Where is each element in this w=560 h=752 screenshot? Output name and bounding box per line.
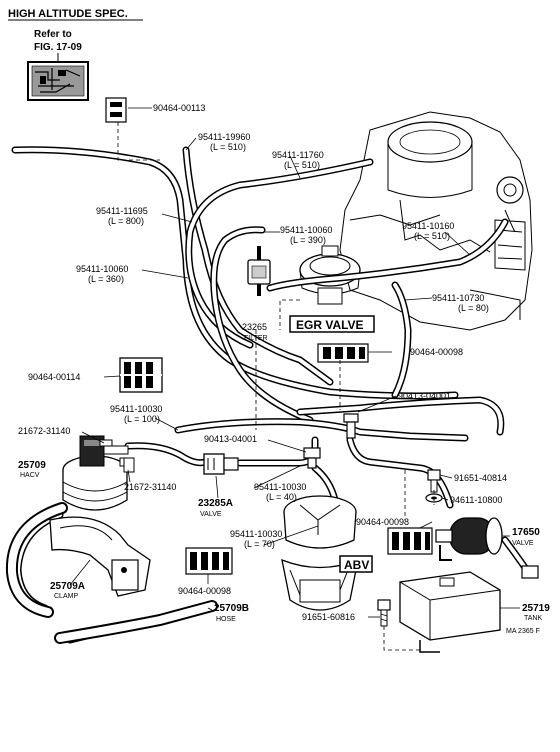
label-95411-10030-mid-len: (L = 40) xyxy=(266,492,297,502)
label-95411-11760-len: (L = 510) xyxy=(284,160,320,170)
label-23265: 23265 xyxy=(242,322,267,332)
label-90464-00098-right: 90464-00098 xyxy=(356,517,409,527)
reference-thumbnail xyxy=(27,61,89,101)
hacv-25709 xyxy=(62,435,135,511)
engine-outline xyxy=(339,111,533,331)
label-91651-60816: 91651-60816 xyxy=(302,612,355,622)
tee-90413-04001-left xyxy=(303,447,321,469)
egr-valve-box xyxy=(289,315,375,333)
label-90413-04001-left: 90413-04001 xyxy=(204,434,257,444)
label-egr-valve: EGR VALVE xyxy=(296,318,364,332)
label-95411-10160-len: (L = 510) xyxy=(414,231,450,241)
label-91651-40814: 91651-40814 xyxy=(454,473,507,483)
label-90464-00113: 90464-00113 xyxy=(153,103,205,113)
label-25709: 25709 xyxy=(18,460,46,471)
label-21672-31140-lower: 21672-31140 xyxy=(124,482,176,492)
label-95411-10160: 95411-10160 xyxy=(402,221,454,231)
cap-21672-31140-upper xyxy=(99,439,113,447)
label-23285a-name: VALVE xyxy=(200,511,222,518)
label-95411-10730-len: (L = 80) xyxy=(458,303,489,313)
filter-23265 xyxy=(247,246,271,296)
diagram-title: HIGH ALTITUDE SPEC. xyxy=(8,8,128,20)
label-90413-04001-right: 90413-04001 xyxy=(398,391,451,401)
refer-to-text: Refer to xyxy=(34,29,72,40)
tee-90413-04001-right xyxy=(343,413,359,439)
clip-90464-00113 xyxy=(105,97,127,123)
label-95411-10030-upper-len: (L = 100) xyxy=(124,414,160,424)
label-25709a-name: CLAMP xyxy=(54,593,78,600)
label-23285a: 23285A xyxy=(198,498,233,509)
label-95411-10060-lower: 95411-10060 xyxy=(76,264,128,274)
label-90464-00098-lower: 90464-00098 xyxy=(178,586,231,596)
label-90464-00114: 90464-00114 xyxy=(28,372,80,382)
label-25719-name: TANK xyxy=(524,615,542,622)
label-90464-00098-upper: 90464-00098 xyxy=(410,347,463,357)
valve-17650 xyxy=(435,517,539,579)
label-abv: ABV xyxy=(344,558,369,572)
hose-25709b xyxy=(5,502,218,644)
leader-lines xyxy=(69,107,520,651)
label-95411-10030-upper: 95411-10030 xyxy=(110,404,162,414)
refer-fig-text: FIG. 17-09 xyxy=(34,42,82,53)
label-95411-10030-lower: 95411-10030 xyxy=(230,529,282,539)
clip-90464-00098-lower xyxy=(185,547,233,575)
label-17650-name: VALVE xyxy=(512,540,534,547)
label-21672-31140-upper: 21672-31140 xyxy=(18,426,70,436)
label-25709a: 25709A xyxy=(50,581,85,592)
label-25709b-name: HOSE xyxy=(216,616,236,623)
label-95411-10030-lower-len: (L = 70) xyxy=(244,539,275,549)
clip-90464-00114 xyxy=(119,357,163,393)
label-95411-10060-lower-len: (L = 360) xyxy=(88,274,124,284)
label-95411-11695-len: (L = 800) xyxy=(108,216,144,226)
label-95411-11760: 95411-11760 xyxy=(272,150,324,160)
valve-23285a xyxy=(203,453,239,475)
label-95411-10730: 95411-10730 xyxy=(432,293,484,303)
clip-90464-00098-upper xyxy=(317,343,369,363)
cap-21672-31140-lower xyxy=(123,457,135,473)
label-95411-10030-mid: 95411-10030 xyxy=(254,482,306,492)
label-95411-11695: 95411-11695 xyxy=(96,206,148,216)
label-95411-19960-len: (L = 510) xyxy=(210,142,246,152)
label-95411-10060-upper-len: (L = 390) xyxy=(290,235,326,245)
label-25709b: 25709B xyxy=(214,603,249,614)
part-labels: 90464-00113 95411-19960 (L = 510) 95411-… xyxy=(18,103,550,635)
label-25709-name: HACV xyxy=(20,472,40,479)
clamp-25709a xyxy=(49,516,151,597)
clip-90464-00098-right xyxy=(387,527,433,555)
label-23265-name: FILTER xyxy=(244,335,268,342)
label-95411-19960: 95411-19960 xyxy=(198,132,250,142)
label-25719: 25719 xyxy=(522,603,550,614)
label-17650: 17650 xyxy=(512,527,540,538)
tank-25719 xyxy=(399,571,501,653)
label-94611-10800: 94611-10800 xyxy=(450,495,502,505)
abv-pump xyxy=(281,495,359,611)
bolt-91651-60816 xyxy=(377,599,391,627)
abv-box xyxy=(339,555,373,573)
label-ref-code: MA 2365 F xyxy=(506,628,540,635)
label-95411-10060-upper: 95411-10060 xyxy=(280,225,332,235)
